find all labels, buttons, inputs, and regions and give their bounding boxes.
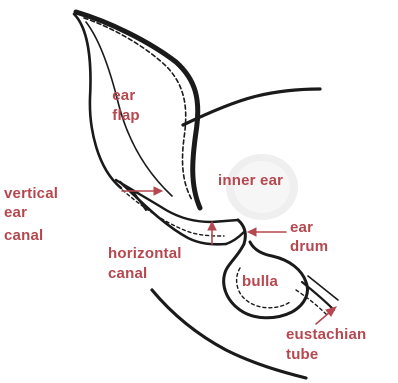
label-ear-flap-line2: flap: [112, 107, 139, 124]
label-horizontal-canal-line2: canal: [108, 265, 147, 282]
jaw-outline: [152, 290, 306, 378]
label-eustachian-tube: eustachian tube: [286, 326, 371, 363]
label-vertical-ear-canal-line3: canal: [4, 227, 43, 244]
label-ear-drum-line1: ear: [290, 219, 313, 236]
label-bulla: bulla: [242, 273, 278, 290]
label-eustachian-tube-line2: tube: [286, 346, 318, 363]
label-horizontal-canal: horizontal canal: [108, 245, 186, 282]
label-vertical-ear-canal-line2: ear: [4, 204, 27, 221]
label-vertical-ear-canal: vertical ear canal: [4, 185, 63, 244]
label-ear-flap: ear flap: [112, 87, 140, 124]
labels: ear flap inner ear vertical ear canal ho…: [4, 87, 371, 363]
label-horizontal-canal-line1: horizontal: [108, 245, 182, 262]
ear-canal-outline: [116, 180, 245, 244]
label-ear-drum: ear drum: [290, 219, 328, 255]
label-inner-ear: inner ear: [218, 172, 283, 189]
label-vertical-ear-canal-line1: vertical: [4, 185, 58, 202]
label-eustachian-tube-line1: eustachian: [286, 326, 366, 343]
label-ear-drum-line2: drum: [290, 238, 328, 255]
label-ear-flap-line1: ear: [112, 87, 135, 104]
